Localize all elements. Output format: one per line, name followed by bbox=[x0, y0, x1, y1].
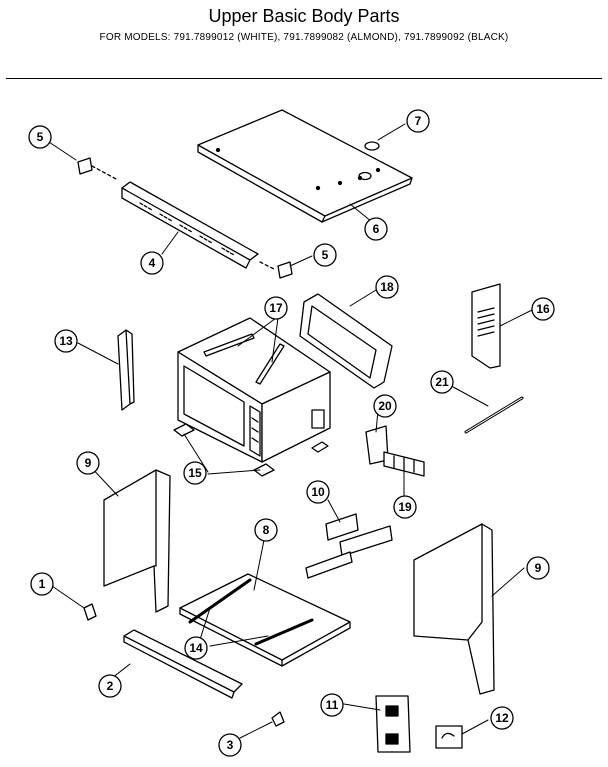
callout-label: 11 bbox=[326, 698, 339, 712]
part-17-trim-strips bbox=[203, 333, 285, 385]
callout-label: 9 bbox=[85, 456, 92, 470]
callout-5-right: 5 bbox=[313, 243, 337, 267]
part-4-front-bracket bbox=[121, 181, 259, 269]
callout-4: 4 bbox=[140, 251, 164, 275]
callout-15: 15 bbox=[183, 461, 207, 485]
callout-label: 15 bbox=[188, 466, 202, 480]
callout-label: 2 bbox=[107, 679, 114, 693]
callout-3: 3 bbox=[218, 733, 242, 757]
part-9-left-side-panel bbox=[103, 469, 171, 613]
callout-11: 11 bbox=[320, 693, 344, 717]
callout-label: 21 bbox=[435, 375, 449, 389]
part-13-side-rail bbox=[117, 329, 135, 411]
part-16-vent-panel bbox=[471, 283, 501, 369]
part-3-screw bbox=[271, 711, 285, 727]
callout-label: 5 bbox=[37, 130, 44, 144]
part-19-20-latch-assembly bbox=[365, 425, 425, 477]
microwave-oven-body bbox=[177, 317, 331, 463]
callout-label: 10 bbox=[311, 485, 325, 499]
callout-9-left: 9 bbox=[76, 451, 100, 475]
part-7-plug bbox=[358, 141, 380, 181]
part-5-clip-right bbox=[259, 261, 293, 279]
callout-label: 20 bbox=[378, 399, 392, 413]
part-2-trim-strip bbox=[123, 629, 243, 699]
callout-12: 12 bbox=[490, 706, 514, 730]
callout-label: 16 bbox=[536, 302, 550, 316]
leader-lines bbox=[48, 123, 533, 739]
header-divider bbox=[6, 78, 602, 79]
part-10-hinge-brackets bbox=[305, 513, 393, 579]
callout-label: 18 bbox=[380, 280, 394, 294]
callout-19: 19 bbox=[393, 495, 417, 519]
part-1-screw bbox=[83, 603, 97, 621]
callout-9-right: 9 bbox=[526, 556, 550, 580]
callout-8: 8 bbox=[254, 518, 278, 542]
part-21-rod bbox=[464, 396, 524, 434]
callout-18: 18 bbox=[375, 275, 399, 299]
part-8-base-pan bbox=[179, 573, 351, 667]
callout-label: 13 bbox=[59, 334, 73, 348]
callout-label: 17 bbox=[269, 301, 283, 315]
callout-14: 14 bbox=[184, 636, 208, 660]
callout-label: 12 bbox=[495, 711, 509, 725]
callout-2: 2 bbox=[98, 674, 122, 698]
callout-13: 13 bbox=[54, 329, 78, 353]
part-6-top-panel bbox=[197, 109, 413, 223]
callout-6: 6 bbox=[364, 217, 388, 241]
callout-label: 7 bbox=[415, 114, 422, 128]
callout-label: 6 bbox=[373, 222, 380, 236]
callout-7: 7 bbox=[406, 109, 430, 133]
callout-5-left: 5 bbox=[28, 125, 52, 149]
part-11-switch-assembly bbox=[375, 695, 411, 753]
callout-label: 3 bbox=[227, 738, 234, 752]
callout-17: 17 bbox=[264, 296, 288, 320]
model-numbers: FOR MODELS: 791.7899012 (WHITE), 791.789… bbox=[99, 32, 509, 43]
diagram-title: Upper Basic Body Parts bbox=[208, 6, 400, 26]
part-15-feet bbox=[173, 423, 329, 477]
part-18-door-frame bbox=[299, 293, 393, 389]
callout-label: 14 bbox=[189, 641, 203, 655]
callout-label: 8 bbox=[263, 523, 270, 537]
callout-1: 1 bbox=[30, 572, 54, 596]
callout-label: 9 bbox=[535, 561, 542, 575]
callout-10: 10 bbox=[306, 480, 330, 504]
part-9-right-side-panel bbox=[413, 523, 495, 695]
part-5-clip-left bbox=[77, 157, 119, 181]
part-12-fuse-holder bbox=[435, 725, 463, 749]
callouts: 5 7 6 4 5 17 18 16 13 21 20 9 15 10 19 8… bbox=[28, 109, 555, 757]
callout-20: 20 bbox=[373, 394, 397, 418]
part-14-base-rails bbox=[188, 578, 314, 646]
callout-label: 19 bbox=[398, 500, 412, 514]
callout-label: 1 bbox=[39, 577, 46, 591]
callout-label: 5 bbox=[322, 248, 329, 262]
callout-16: 16 bbox=[531, 297, 555, 321]
callout-21: 21 bbox=[430, 370, 454, 394]
callout-label: 4 bbox=[149, 256, 156, 270]
